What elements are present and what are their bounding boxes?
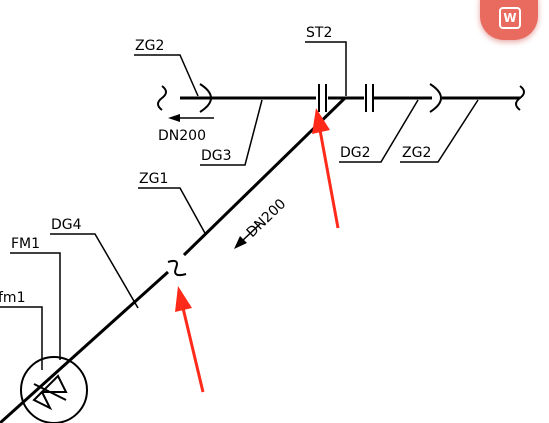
label-dg4: DG4	[51, 217, 82, 233]
leader-lines	[0, 41, 479, 370]
label-st2: ST2	[306, 25, 332, 41]
socket-left	[199, 83, 212, 113]
label-dn200-top: DN200	[158, 128, 206, 144]
label-dg3: DG3	[201, 148, 232, 164]
label-fm1-upper: FM1	[11, 236, 40, 252]
label-zg2-right: ZG2	[402, 145, 431, 161]
label-dn200-diagonal: DN200	[244, 196, 290, 241]
valve-fm1	[20, 356, 88, 423]
socket-right	[429, 83, 442, 113]
pipe-break-left	[157, 85, 167, 111]
wps-badge[interactable]: W	[480, 0, 538, 40]
flange-right	[365, 84, 374, 112]
label-zg2-left: ZG2	[135, 38, 164, 54]
annotation-arrow-top	[312, 108, 340, 229]
annotation-arrow-bottom	[175, 286, 205, 393]
label-dg2: DG2	[340, 145, 371, 161]
label-fm1-lower: fm1	[0, 290, 25, 306]
flow-arrow-top	[168, 114, 214, 122]
label-zg1: ZG1	[139, 171, 168, 187]
wps-office-icon: W	[499, 7, 521, 29]
flange-st2	[318, 84, 327, 112]
flow-arrow-diagonal	[234, 223, 261, 249]
pipe-break-diagonal	[167, 259, 187, 277]
pipe-break-right	[515, 85, 525, 111]
